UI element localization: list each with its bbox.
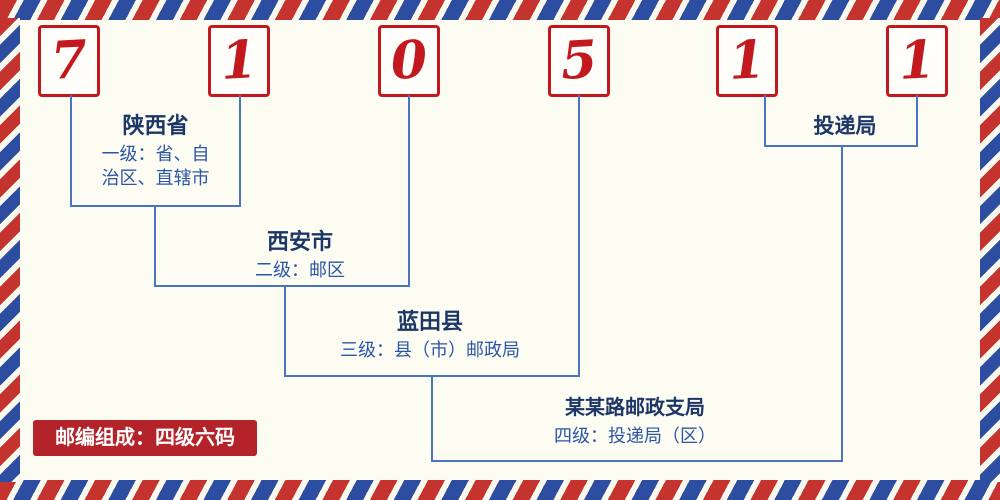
level3-label: 蓝田县 三级：县（市）邮政局: [305, 308, 555, 362]
digit-box-5: 1: [716, 25, 778, 97]
digit-6: 1: [897, 29, 937, 92]
level3-desc: 三级：县（市）邮政局: [340, 340, 520, 360]
digit-box-2: 1: [208, 25, 270, 97]
airmail-stripe-left: [0, 18, 20, 482]
level4-name: 某某路邮政支局: [565, 397, 705, 419]
level2-name: 西安市: [266, 229, 333, 254]
airmail-stripe-right: [980, 18, 1000, 482]
airmail-stripe-top: [0, 0, 1000, 20]
airmail-stripe-bottom: [0, 480, 1000, 500]
connector-line-level4-left: [431, 377, 433, 462]
delivery-bureau-label: 投递局: [813, 115, 877, 138]
digit-box-6: 1: [886, 25, 948, 97]
connector-line-level3-right: [578, 95, 580, 377]
connector-line-level3-bottom: [284, 375, 580, 377]
level1-desc: 一级：省、自治区、直辖市: [101, 144, 210, 188]
digit-box-3: 0: [378, 25, 440, 97]
connector-line-level4-right: [841, 147, 843, 462]
connector-line-level2-right: [408, 95, 410, 287]
digit-4: 5: [559, 29, 599, 92]
level2-desc: 二级：邮区: [255, 260, 345, 280]
connector-line-level1-right: [239, 95, 241, 207]
connector-line-delivery-bottom: [764, 145, 918, 147]
digit-5: 1: [727, 29, 767, 92]
digit-2: 1: [219, 29, 259, 92]
level1-label: 陕西省 一级：省、自治区、直辖市: [83, 112, 228, 190]
level4-label: 某某路邮政支局 四级：投递局（区）: [515, 394, 755, 448]
digit-box-1: 7: [38, 25, 100, 97]
level3-name: 蓝田县: [396, 309, 463, 334]
level1-name: 陕西省: [122, 113, 189, 138]
digit-box-4: 5: [548, 25, 610, 97]
level2-label: 西安市 二级：邮区: [225, 228, 375, 282]
level4-desc: 四级：投递局（区）: [554, 426, 716, 446]
digit-3: 0: [389, 29, 429, 92]
connector-line-level3-left: [284, 287, 286, 377]
connector-line-level1-bottom: [70, 205, 241, 207]
connector-line-delivery-left: [764, 95, 766, 147]
connector-line-delivery-right: [916, 95, 918, 147]
connector-line-level2-left: [154, 207, 156, 287]
legend-badge: 邮编组成：四级六码: [33, 420, 257, 456]
connector-line-level2-bottom: [154, 285, 410, 287]
connector-line-level4-bottom: [431, 460, 843, 462]
connector-line-level1-left: [70, 95, 72, 207]
digit-1: 7: [49, 29, 89, 92]
